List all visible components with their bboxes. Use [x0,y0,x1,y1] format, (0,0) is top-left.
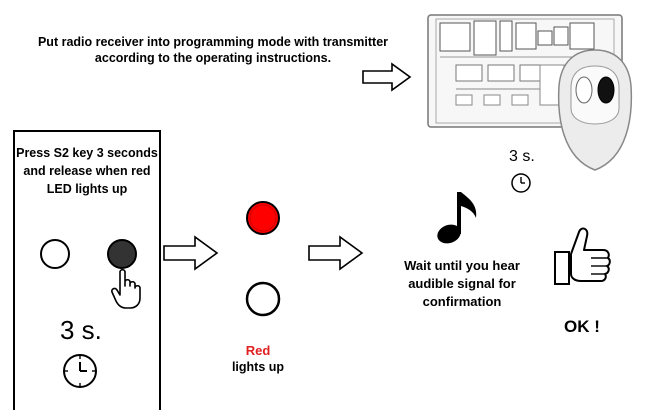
clock-icon [511,173,531,193]
thumbs-up-icon [554,227,611,285]
result-label: OK ! [564,317,600,336]
led-off-icon [40,239,70,269]
step1-duration-label: 3 s. [60,315,102,345]
arrow-right-icon [163,235,219,271]
led-off-icon [245,281,281,317]
led-red-on-icon [246,201,280,235]
led-state-label: lights up [231,360,285,374]
step1-panel [13,130,161,410]
arrow-right-icon [308,235,364,271]
hand-pointer-icon [111,268,141,309]
arrow-right-icon [362,62,412,92]
step1-instruction: Press S2 key 3 seconds and release when … [16,146,158,196]
step3-instruction: Wait until you hear audible signal for c… [404,258,520,309]
s2-key-button-icon [107,239,137,269]
instruction-text: Put radio receiver into programming mode… [37,35,389,65]
receiver-duration-label: 3 s. [509,148,535,165]
clock-icon [63,354,97,388]
music-note-icon [437,192,477,244]
led-color-label: Red [245,343,271,358]
remote-transmitter-icon [557,49,633,171]
